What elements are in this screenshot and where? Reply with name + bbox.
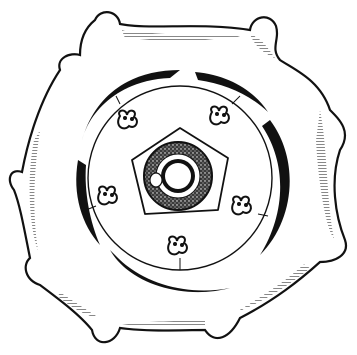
central-pore	[165, 163, 191, 189]
side-pore	[150, 173, 162, 187]
